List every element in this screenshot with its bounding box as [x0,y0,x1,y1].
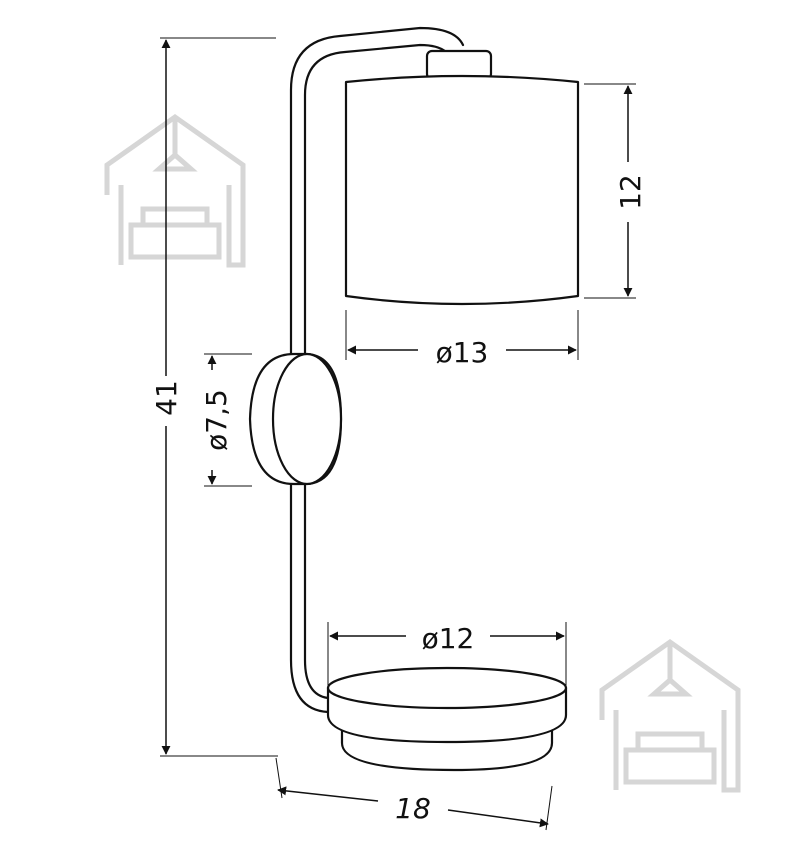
base-diameter-label: ø12 [422,622,475,655]
shade-height-label: 12 [614,174,647,210]
height-dimension: 41 [150,37,278,757]
shade-diameter-label: ø13 [436,336,489,369]
depth-label: 18 [395,792,431,825]
knob-diameter-dimension: ø7,5 [200,353,252,487]
knob-diameter-label: ø7,5 [200,389,233,451]
base-diameter-dimension: ø12 [327,622,567,686]
knob [248,352,343,486]
lamp-arm [289,26,465,714]
height-total-label: 41 [150,380,183,416]
depth-dimension: 18 [275,757,553,831]
shade-diameter-dimension: ø13 [345,310,579,369]
house-sofa-icon [107,117,243,265]
lamp-base [326,666,568,772]
socket-cap [425,49,493,81]
shade-height-dimension: 12 [584,83,647,299]
lamp-shade [344,74,580,306]
house-sofa-icon [602,642,738,790]
